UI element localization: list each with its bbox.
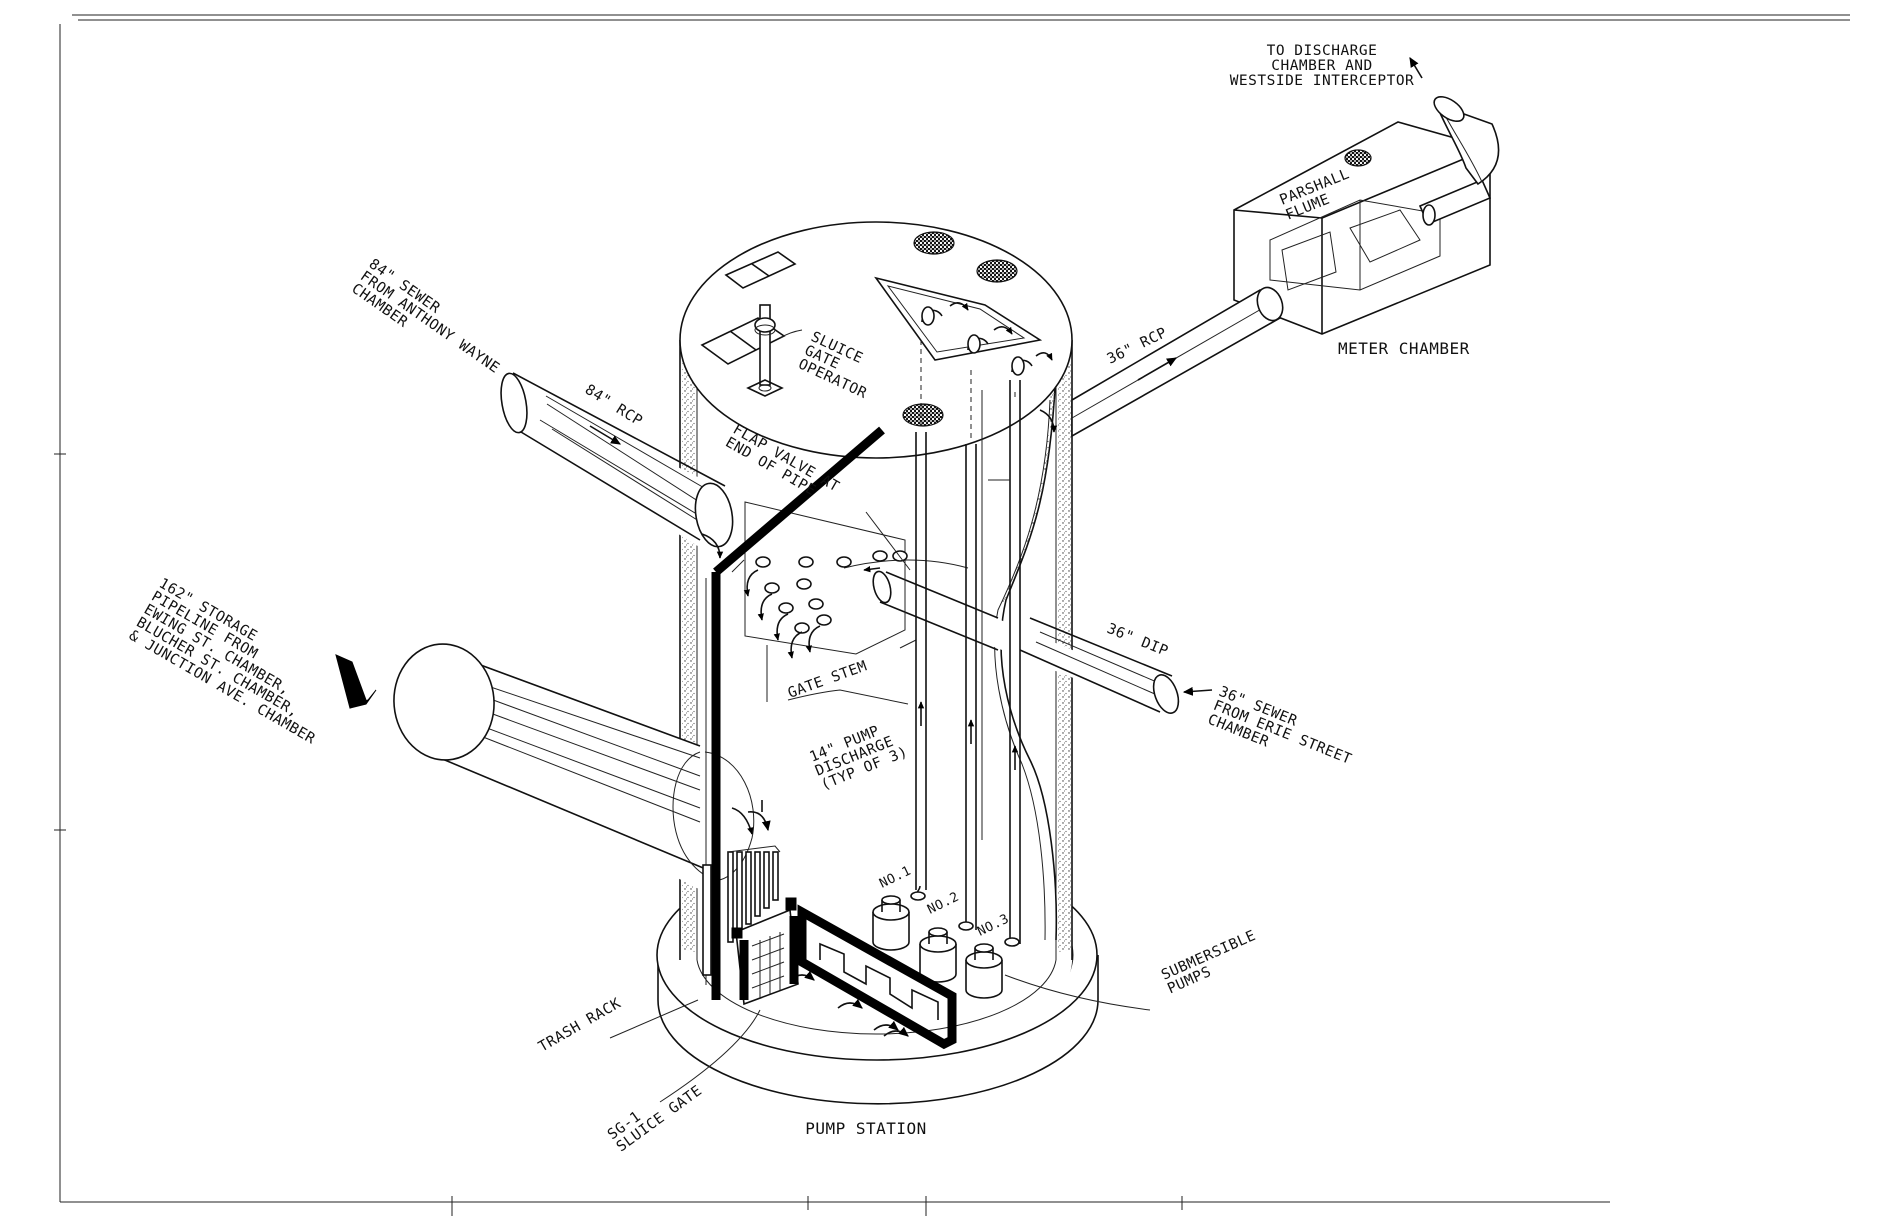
baffle-wall (731, 501, 969, 655)
manhole-3 (902, 403, 944, 427)
meter-chamber (1233, 95, 1500, 335)
manhole-2 (976, 259, 1018, 283)
meter-chamber-manhole (1344, 149, 1372, 167)
manhole-1 (913, 231, 955, 255)
storage-pipeline-162 (335, 643, 755, 900)
submersible-pumps (872, 885, 1020, 999)
trash-rack (702, 845, 781, 976)
label-sluice-gate-sg1: SG-1 SLUICE GATE (605, 1083, 705, 1156)
label-84-sewer: 84" SEWER FROM ANTHONY WAYNE CHAMBER (348, 256, 502, 377)
label-pump-station: PUMP STATION (805, 1119, 927, 1138)
label-storage-pipeline: 162" STORAGE PIPELINE FROM EWING ST. CHA… (126, 576, 318, 748)
label-36-sewer: 36" SEWER FROM ERIE STREET CHAMBER (1205, 684, 1354, 768)
rcp-84-pipe (500, 372, 734, 560)
label-to-discharge-line2: CHAMBER AND (1271, 58, 1373, 74)
dip-36-pipe (863, 566, 1213, 714)
label-trash-rack: TRASH RACK (536, 995, 624, 1055)
leader-lines (609, 57, 1423, 1103)
label-to-discharge-line3: WESTSIDE INTERCEPTOR (1230, 73, 1415, 89)
flap-valves (743, 550, 908, 659)
top-lid (679, 221, 1073, 459)
sluice-gate-sg1 (731, 897, 799, 1006)
label-to-discharge: TO DISCHARGE CHAMBER AND WESTSIDE INTERC… (1230, 43, 1415, 89)
sheet-border (54, 14, 1850, 1216)
label-dip-36: 36" DIP (1105, 621, 1171, 660)
label-to-discharge-line1: TO DISCHARGE (1267, 43, 1378, 59)
label-84-sewer-line2: FROM ANTHONY WAYNE (357, 268, 502, 376)
label-meter-chamber: METER CHAMBER (1338, 339, 1470, 358)
pump-discharge-risers (915, 340, 1021, 944)
label-submersible-pumps: SUBMERSIBLE PUMPS (1159, 928, 1258, 998)
rcp-36-pipe (1039, 286, 1284, 438)
